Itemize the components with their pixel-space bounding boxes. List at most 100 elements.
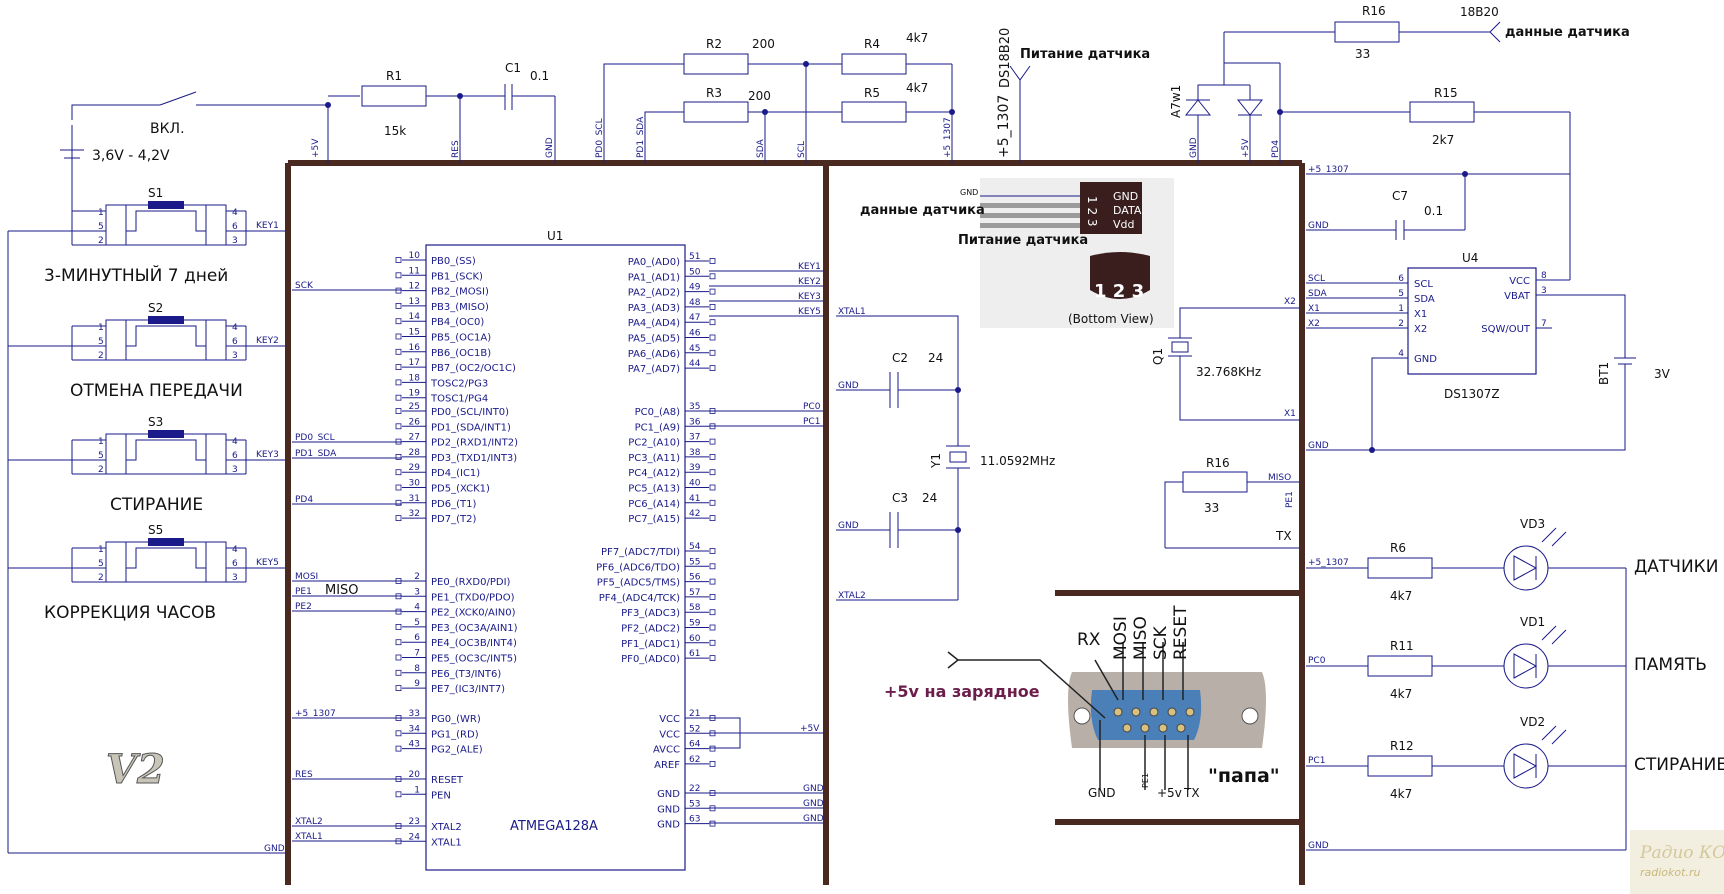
mcu-pin-stub (395, 730, 402, 737)
net-pd1-top: PD1_SDA (636, 116, 646, 158)
mcu-pin-stub (395, 745, 402, 752)
mcu-pin-name: RESET (431, 775, 464, 786)
mcu-pin-stub (395, 669, 402, 676)
net-miso-r16: MISO (1268, 473, 1291, 483)
junction-dot (949, 109, 955, 115)
net-res: RES (295, 770, 313, 780)
mcu-pin-name: PA2_(AD2) (628, 288, 680, 299)
rtc-net-labels: +5_1307 GND SCL SDA X1 X2 X2 X1 GND C7 0… (1151, 165, 1671, 451)
net-pd0-top: PD0_SCL (595, 118, 605, 158)
mcu-pin-stub (709, 258, 716, 264)
r5-value: 4k7 (906, 81, 928, 95)
db9-connector (947, 642, 1266, 790)
mcu-pin-name: PA4_(AD4) (628, 318, 680, 329)
mcu-pin-stub (395, 624, 402, 630)
net-xtal1: XTAL1 (295, 832, 323, 842)
button-net-label: KEY5 (256, 558, 279, 568)
rtc-pin-name: VCC (1509, 276, 1530, 287)
led-arrow (1551, 729, 1567, 745)
mcu-pin-number: 3 (414, 587, 420, 597)
button-lever (126, 547, 206, 569)
mcu-pin-number: 29 (409, 463, 421, 473)
c1-value: 0.1 (530, 69, 549, 83)
net-xtal1-r: XTAL1 (838, 307, 866, 317)
led-resistor-ref: R6 (1390, 541, 1406, 555)
r2-ref: R2 (706, 37, 722, 51)
mcu-pin-name: PB1_(SCK) (431, 271, 483, 282)
mcu-pin-number: 12 (409, 282, 420, 292)
sensor-pin-data: DATA (1113, 204, 1142, 217)
mcu-pin-stub (395, 423, 402, 430)
c2-ref: C2 (892, 351, 908, 365)
mcu-pin-name: PEN (431, 790, 451, 801)
mcu-pin-name: PC3_(A11) (628, 453, 680, 464)
mcu-pin-number: 30 (409, 479, 421, 489)
net-x1-q1: X1 (1284, 409, 1296, 419)
led-caption: ДАТЧИКИ (1634, 557, 1718, 577)
mcu-pin-stub (709, 609, 716, 616)
mcu-pin-name: PC0_(A8) (635, 407, 680, 418)
db9-plus5v: +5v (1157, 786, 1182, 800)
mcu-pin-name: PD1_(SDA/INT1) (431, 422, 511, 433)
net-sda-rtc: SDA (1308, 289, 1327, 299)
button-pin-number: 4 (232, 545, 238, 555)
net-x2-rtc: X2 (1308, 319, 1320, 329)
mcu-pin-number: 21 (689, 709, 700, 719)
mcu-pin-number: 7 (414, 649, 420, 659)
mcu-pin-number: 31 (409, 494, 420, 504)
mcu-pin-number: 35 (689, 402, 700, 412)
led-net-label: PC0 (1308, 656, 1326, 666)
r2-value: 200 (752, 37, 775, 51)
mcu-pin-number: 59 (689, 619, 701, 629)
vkl-label: ВКЛ. (150, 121, 185, 137)
button-pin-number: 6 (232, 222, 238, 232)
net-plus5-1307-top: +5_1307 (943, 117, 953, 158)
sensor-power-label: Питание датчика (1020, 47, 1150, 62)
rtc-pin-name: SQW/OUT (1481, 324, 1531, 335)
net-gnd-rtc: GND (1308, 441, 1329, 451)
led-triangle (1513, 653, 1538, 679)
button-rails (7, 215, 286, 854)
mcu-pin-stub (709, 594, 716, 600)
mcu-pin-number: 47 (689, 313, 700, 323)
y1-ref: Y1 (929, 453, 943, 469)
db9-pe1: PE1 (1141, 773, 1150, 788)
mcu-pin-stub (395, 287, 402, 294)
i2c-labels: R2 200 R3 200 R4 4k7 R5 4k7 PD0_SCL PD1_… (595, 31, 953, 158)
net-x1-rtc: X1 (1308, 304, 1320, 314)
sensor-pin-vdd: Vdd (1113, 218, 1135, 231)
mcu-pin-stub (709, 484, 716, 491)
mcu-pin-name: PD2_(RXD1/INT2) (431, 438, 518, 449)
mcu-pin-stub (709, 303, 716, 310)
led-ref: VD1 (1520, 615, 1545, 629)
junction-dot (1462, 171, 1468, 177)
mcu-pin-number: 64 (689, 740, 701, 750)
mcu-pin-stub (709, 655, 716, 661)
net-mosi: MOSI (295, 572, 318, 582)
mcu-pin-number: 14 (409, 312, 421, 322)
led-resistor-value: 4k7 (1390, 787, 1412, 801)
mcu-pin-number: 13 (409, 297, 420, 307)
mcu-pin-name: PA6_(AD6) (628, 349, 680, 360)
mcu-pin-stub (709, 515, 716, 521)
mcu-pin-name: PE3_(OC3A/AIN1) (431, 623, 518, 634)
net-xtal2: XTAL2 (295, 817, 323, 827)
db9-gnd: GND (1088, 786, 1116, 800)
power-labels: ВКЛ. 3,6V - 4,2V R1 15k C1 0.1 +5V RES G… (92, 61, 555, 164)
mcu-pin-name: PG2_(ALE) (431, 745, 483, 756)
mcu-pin-number: 32 (409, 509, 420, 519)
net-sck: SCK (295, 281, 314, 291)
mcu-pin-name: PE2_(XCK0/AIN0) (431, 608, 516, 619)
junction-dot (1369, 447, 1375, 453)
button-net-label: KEY1 (256, 221, 279, 231)
mcu-pin-stub (709, 761, 716, 767)
led-triangle (1513, 753, 1538, 779)
junction-dot (457, 93, 463, 99)
junction-dot (803, 61, 809, 67)
c7-ref: C7 (1392, 189, 1408, 203)
sensor-illustration (980, 178, 1174, 328)
i2c-resistors (603, 53, 953, 163)
net-gnd-r1: GND (803, 784, 824, 794)
led-arrow (1551, 629, 1567, 645)
